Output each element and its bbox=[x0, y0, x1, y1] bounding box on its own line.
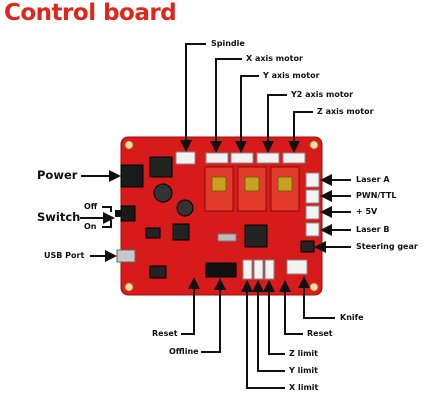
steering-gear-connector bbox=[300, 240, 315, 253]
x-limit-connector bbox=[242, 259, 253, 280]
z-motor-connector bbox=[282, 152, 306, 164]
offline-label: Offline bbox=[169, 347, 199, 356]
chip bbox=[149, 265, 167, 279]
z-motor-leader bbox=[288, 111, 313, 153]
y2-axis-motor-label: Y2 axis motor bbox=[291, 90, 354, 99]
y-limit-label: Y limit bbox=[289, 366, 318, 375]
y-limit-leader bbox=[252, 280, 285, 372]
5v-connector bbox=[305, 205, 320, 220]
mounting-hole bbox=[124, 140, 134, 150]
knife-leader bbox=[298, 276, 335, 319]
on-label: On bbox=[84, 222, 97, 231]
crystal bbox=[217, 233, 237, 242]
x-limit-label: X limit bbox=[289, 383, 319, 392]
chip bbox=[172, 223, 190, 241]
z-axis-motor-label: Z axis motor bbox=[317, 107, 374, 116]
steering-gear-label: Steering gear bbox=[356, 242, 418, 251]
z-limit-connector bbox=[264, 259, 275, 280]
laser-b-label: Laser B bbox=[356, 225, 390, 234]
capacitor bbox=[153, 183, 173, 203]
heatsink bbox=[244, 176, 260, 192]
y-motor-connector bbox=[230, 152, 254, 164]
y-limit-connector bbox=[253, 259, 264, 280]
power-jack bbox=[120, 164, 144, 188]
y2-motor-leader bbox=[262, 94, 287, 153]
laser-b-connector bbox=[305, 222, 320, 237]
reset-right-label: Reset bbox=[307, 329, 333, 338]
power-label: Power bbox=[37, 168, 78, 182]
mounting-hole bbox=[309, 282, 319, 292]
switch-on-leader bbox=[102, 220, 112, 228]
switch-lever bbox=[115, 210, 122, 217]
heatsink bbox=[277, 176, 293, 192]
pin-header bbox=[205, 262, 237, 278]
usb-port-label: USB Port bbox=[44, 251, 85, 260]
offline-leader bbox=[201, 278, 226, 353]
diagram-title: Control board bbox=[4, 0, 177, 26]
spindle-label: Spindle bbox=[211, 39, 245, 48]
reset-right-leader bbox=[279, 280, 303, 335]
x-axis-motor-label: X axis motor bbox=[246, 54, 303, 63]
spindle-connector bbox=[175, 151, 196, 165]
y2-motor-connector bbox=[256, 152, 280, 164]
x-limit-leader bbox=[241, 280, 285, 389]
5v-label: + 5V bbox=[356, 207, 378, 216]
capacitor bbox=[176, 199, 194, 217]
usb-port bbox=[116, 249, 136, 263]
laser-a-label: Laser A bbox=[356, 175, 390, 184]
x-motor-leader bbox=[210, 58, 242, 153]
off-label: Off bbox=[84, 202, 98, 211]
pwn-ttl-label: PWN/TTL bbox=[356, 191, 397, 200]
reset-left-label: Reset bbox=[152, 329, 178, 338]
z-limit-label: Z limit bbox=[289, 349, 318, 358]
y-axis-motor-label: Y axis motor bbox=[263, 71, 320, 80]
laser-a-connector bbox=[305, 172, 320, 188]
switch-label: Switch bbox=[37, 210, 81, 224]
knife-label: Knife bbox=[340, 313, 364, 322]
chip bbox=[145, 227, 161, 239]
regulator bbox=[149, 156, 173, 178]
pwm-ttl-connector bbox=[305, 189, 320, 204]
mounting-hole bbox=[309, 140, 319, 150]
knife-connector bbox=[286, 259, 308, 275]
switch-off-leader bbox=[102, 206, 112, 212]
x-motor-connector bbox=[205, 152, 229, 164]
mcu-chip bbox=[244, 224, 268, 248]
leader-lines bbox=[80, 43, 351, 389]
y-motor-leader bbox=[235, 75, 259, 153]
mounting-hole bbox=[124, 282, 134, 292]
spindle-leader bbox=[180, 43, 206, 152]
heatsink bbox=[211, 176, 227, 192]
z-limit-leader bbox=[263, 280, 285, 355]
reset-left-leader bbox=[181, 277, 200, 335]
power-switch bbox=[120, 205, 136, 222]
